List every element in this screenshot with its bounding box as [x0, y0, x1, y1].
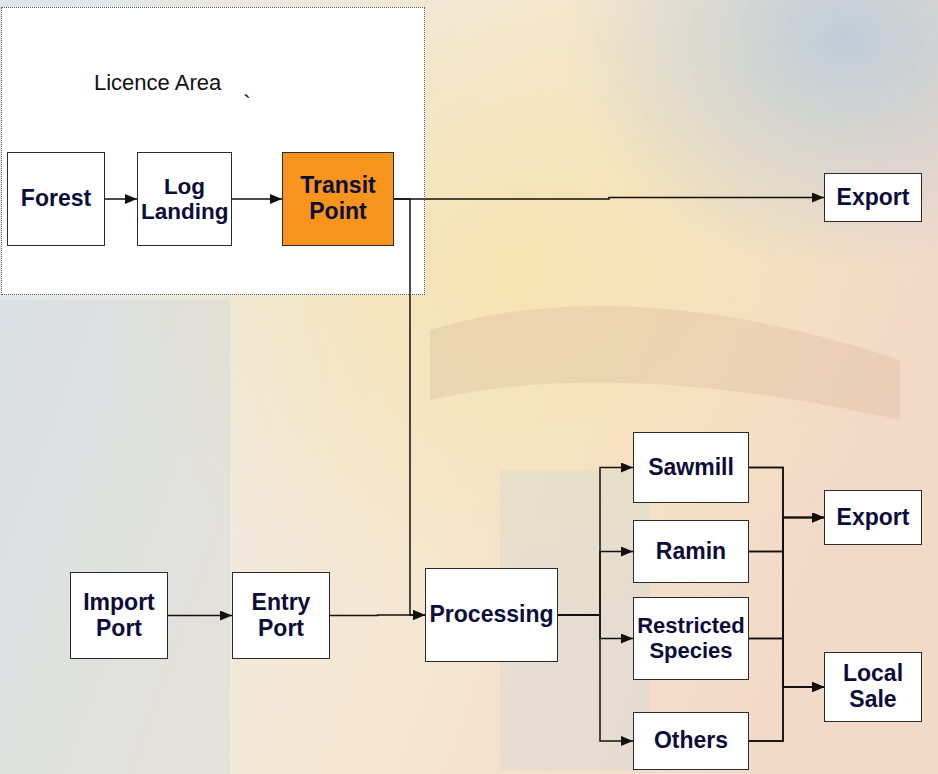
process-box: Others	[633, 712, 749, 770]
flow-arrow	[749, 687, 824, 741]
process-box: Sawmill	[633, 432, 749, 503]
process-box: Import Port	[70, 572, 168, 659]
flow-arrow	[558, 468, 633, 616]
flow-arrow	[394, 198, 824, 200]
process-box: Processing	[425, 568, 558, 662]
flow-arrow	[330, 614, 425, 616]
process-box: Export	[824, 490, 922, 545]
region-ground	[1, 7, 425, 295]
flow-arrow	[558, 615, 633, 639]
stray-mark: `	[243, 92, 251, 116]
flow-arrow	[558, 615, 633, 741]
box-label: Restricted Species	[637, 614, 745, 663]
process-box: Ramin	[633, 520, 749, 583]
box-label: Entry Port	[236, 590, 326, 642]
box-label: Forest	[11, 186, 101, 212]
box-label: Transit Point	[286, 173, 390, 225]
flow-arrow	[749, 518, 824, 639]
flow-arrow	[749, 518, 824, 742]
box-label: Export	[828, 185, 918, 211]
flow-arrow	[749, 468, 824, 688]
box-label: Sawmill	[637, 455, 745, 481]
flow-arrow	[168, 615, 232, 617]
flow-arrow	[232, 198, 282, 200]
box-label: Export	[828, 505, 918, 531]
process-box: Transit Point	[282, 152, 394, 246]
box-label: Ramin	[637, 539, 745, 565]
flow-arrow	[749, 552, 824, 688]
flow-arrow	[749, 468, 824, 518]
process-box: Export	[824, 173, 922, 222]
box-label: Log Landing	[141, 174, 228, 224]
flow-arrow	[105, 198, 137, 200]
licence-region: Licence AreaForest Log Landing Transit Poi…	[1, 7, 425, 295]
flow-arrow	[749, 518, 824, 552]
region-title: Licence Area	[94, 70, 221, 96]
process-box: Local Sale	[824, 652, 922, 722]
background-building	[0, 300, 230, 774]
flow-arrow	[558, 552, 633, 616]
process-box: Entry Port	[232, 572, 330, 659]
box-label: Processing	[429, 602, 554, 628]
process-box: Restricted Species	[633, 597, 749, 680]
flow-arrow	[394, 199, 425, 615]
background-ship	[430, 306, 900, 420]
process-box: Forest	[7, 152, 105, 246]
box-label: Import Port	[74, 590, 164, 642]
process-box: Log Landing	[137, 152, 232, 246]
box-label: Others	[637, 728, 745, 754]
box-label: Local Sale	[828, 661, 918, 713]
flow-arrow	[749, 639, 824, 688]
